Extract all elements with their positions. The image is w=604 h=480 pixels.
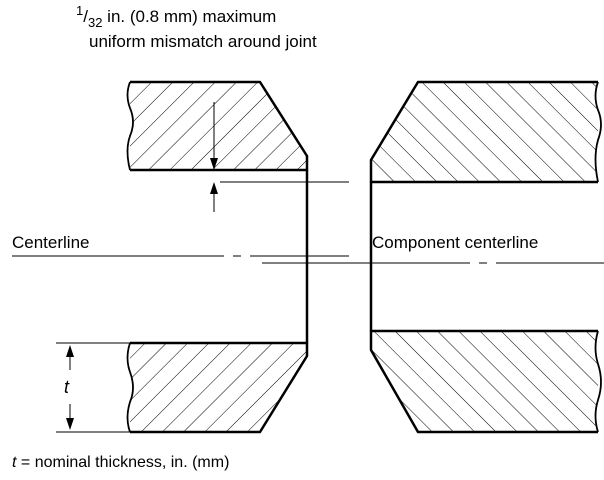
right-lower-plate-section	[369, 329, 602, 434]
centerline-label: Centerline	[12, 233, 90, 252]
thickness-legend: t = nominal thickness, in. (mm)	[12, 454, 229, 471]
callout-line-2: uniform mismatch around joint	[89, 32, 317, 51]
left-upper-plate-section	[126, 80, 309, 172]
mismatch-dimension-arrows	[210, 102, 218, 212]
thickness-dimension	[56, 342, 130, 433]
component-centerline-label: Component centerline	[372, 233, 538, 252]
callout-line-1: 1/32 in. (0.8 mm) maximum	[76, 3, 276, 30]
left-lower-plate-section	[126, 341, 309, 434]
right-upper-plate-section	[369, 80, 602, 184]
thickness-label: t	[64, 377, 70, 397]
